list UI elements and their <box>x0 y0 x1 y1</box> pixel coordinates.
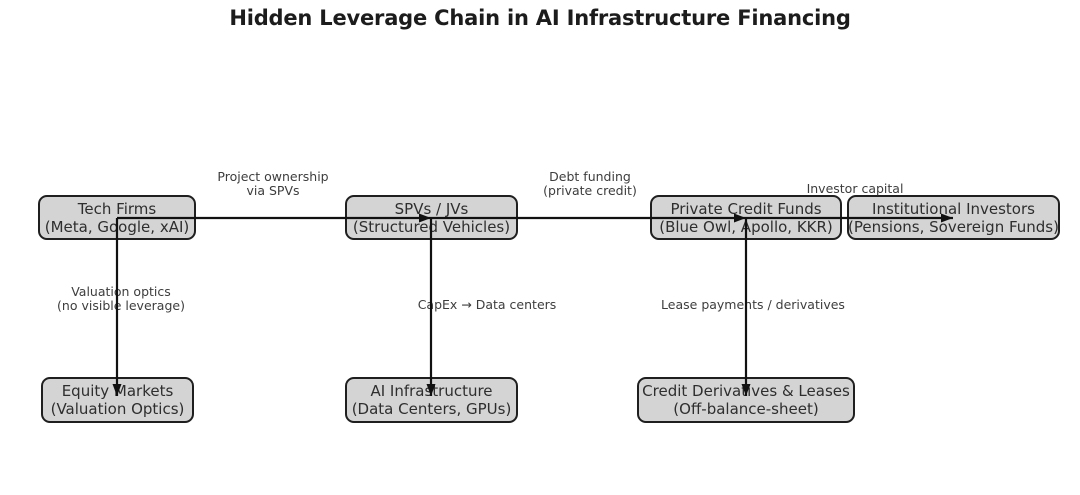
node-institutional-investors: Institutional Investors (Pensions, Sover… <box>847 195 1060 240</box>
edge-label-line: via SPVs <box>246 183 300 198</box>
edge-label-line: CapEx → Data centers <box>417 297 557 312</box>
node-ai-infrastructure: AI Infrastructure (Data Centers, GPUs) <box>345 377 518 423</box>
edge-label-capex-data-centers: CapEx → Data centers <box>418 298 557 312</box>
edge-label-line: Lease payments / derivatives <box>661 297 845 312</box>
edge-label-line: Valuation optics <box>71 284 171 299</box>
edge-label-line: (private credit) <box>543 183 637 198</box>
edge-label-investor-capital: Investor capital <box>807 182 904 196</box>
node-sublabel: (Meta, Google, xAI) <box>44 217 190 236</box>
node-sublabel: (Blue Owl, Apollo, KKR) <box>659 217 833 236</box>
node-spvs-jvs: SPVs / JVs (Structured Vehicles) <box>345 195 518 240</box>
node-label: Institutional Investors <box>872 199 1035 218</box>
node-tech-firms: Tech Firms (Meta, Google, xAI) <box>38 195 196 240</box>
node-sublabel: (Structured Vehicles) <box>352 217 511 236</box>
node-label: Private Credit Funds <box>670 199 822 218</box>
node-label: SPVs / JVs <box>394 199 469 218</box>
edge-label-project-ownership: Project ownership via SPVs <box>217 170 328 198</box>
node-equity-markets: Equity Markets (Valuation Optics) <box>41 377 194 423</box>
node-credit-derivatives-leases: Credit Derivatives & Leases (Off-balance… <box>637 377 855 423</box>
node-private-credit-funds: Private Credit Funds (Blue Owl, Apollo, … <box>650 195 842 240</box>
edge-label-line: Investor capital <box>806 181 904 196</box>
edge-label-line: Debt funding <box>549 169 631 184</box>
node-label: Equity Markets <box>61 382 174 400</box>
node-label: AI Infrastructure <box>370 382 493 400</box>
node-sublabel: (Off-balance-sheet) <box>673 400 819 418</box>
edge-label-valuation-optics: Valuation optics (no visible leverage) <box>57 285 185 313</box>
node-sublabel: (Pensions, Sovereign Funds) <box>848 217 1059 236</box>
edge-label-line: (no visible leverage) <box>57 298 185 313</box>
edge-label-debt-funding: Debt funding (private credit) <box>543 170 637 198</box>
edge-label-lease-payments-derivatives: Lease payments / derivatives <box>661 298 845 312</box>
node-sublabel: (Data Centers, GPUs) <box>351 400 512 418</box>
node-sublabel: (Valuation Optics) <box>50 400 185 418</box>
node-label: Tech Firms <box>77 199 157 218</box>
node-label: Credit Derivatives & Leases <box>642 382 850 400</box>
edge-label-line: Project ownership <box>217 169 329 184</box>
diagram-title: Hidden Leverage Chain in AI Infrastructu… <box>229 6 851 30</box>
